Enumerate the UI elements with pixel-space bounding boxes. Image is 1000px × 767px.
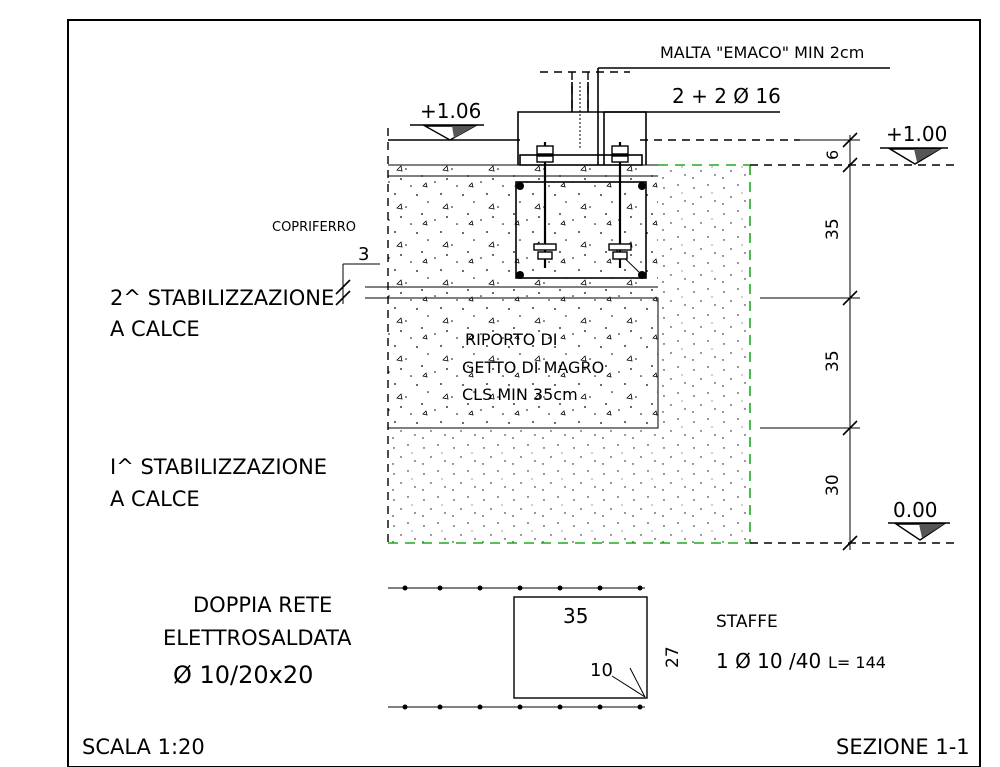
dim-top: 6 (823, 150, 842, 160)
column-dashed (540, 71, 630, 112)
dim-35-upper: 35 (823, 218, 843, 240)
stab2-line1: 2^ STABILIZZAZIONE (110, 286, 334, 310)
mesh-line2: ELETTROSALDATA (163, 626, 352, 650)
mortar-box (517, 111, 647, 165)
level-marker-100 (880, 147, 948, 165)
anchor-bolt-left (533, 142, 557, 268)
dim-30: 30 (823, 474, 843, 496)
level-000-label: 0.00 (893, 498, 938, 522)
stirrup-title: STAFFE (716, 612, 778, 632)
stirrup-hook-label: 10 (590, 660, 613, 681)
cover-value: 3 (358, 244, 369, 265)
level-106-label: +1.06 (420, 99, 481, 123)
cover-dimension (335, 263, 380, 306)
dimension-chain (760, 132, 860, 551)
rebar-top-left (516, 182, 524, 190)
stirrup-width-label: 35 (563, 604, 588, 628)
level-100-label: +1.00 (886, 122, 947, 146)
steel-plinth (519, 154, 643, 166)
rebar-bottom-left (516, 271, 524, 279)
anchor-bolt-right (608, 142, 632, 268)
fill-line1: RIPORTO DI (465, 330, 558, 349)
lean-concrete-fill-area (388, 298, 658, 428)
cover-label: COPRIFERRO (272, 220, 356, 235)
stab2-line2: A CALCE (110, 317, 200, 341)
bars-label: 2 + 2 Ø 16 (672, 84, 781, 108)
section-label: SEZIONE 1-1 (836, 735, 970, 759)
level-marker-106 (410, 124, 484, 141)
rebar-cage (515, 181, 647, 279)
stab1-line2: A CALCE (110, 487, 200, 511)
rebar-top-right (638, 182, 646, 190)
mortar-label: MALTA "EMACO" MIN 2cm (660, 43, 864, 62)
dim-35-lower: 35 (823, 350, 843, 372)
right-soil-area (658, 165, 750, 428)
stirrup-length: L= 144 (828, 653, 886, 672)
stab1-line1: I^ STABILIZZAZIONE (110, 455, 327, 479)
mesh-line1: DOPPIA RETE (193, 593, 332, 617)
stirrup-detail (388, 585, 648, 710)
fill-line2: GETTO DI MAGRO (462, 358, 604, 377)
stirrup-spec: 1 Ø 10 /40 (716, 649, 821, 673)
stirrup-height-label: 27 (663, 646, 683, 668)
level-marker-000 (888, 522, 950, 541)
scale-label: SCALA 1:20 (82, 735, 205, 759)
fill-line3: CLS MIN 35cm (462, 385, 578, 404)
stabilization-1-area (388, 428, 750, 543)
drawing-border (67, 19, 981, 767)
mesh-line3: Ø 10/20x20 (173, 661, 313, 689)
